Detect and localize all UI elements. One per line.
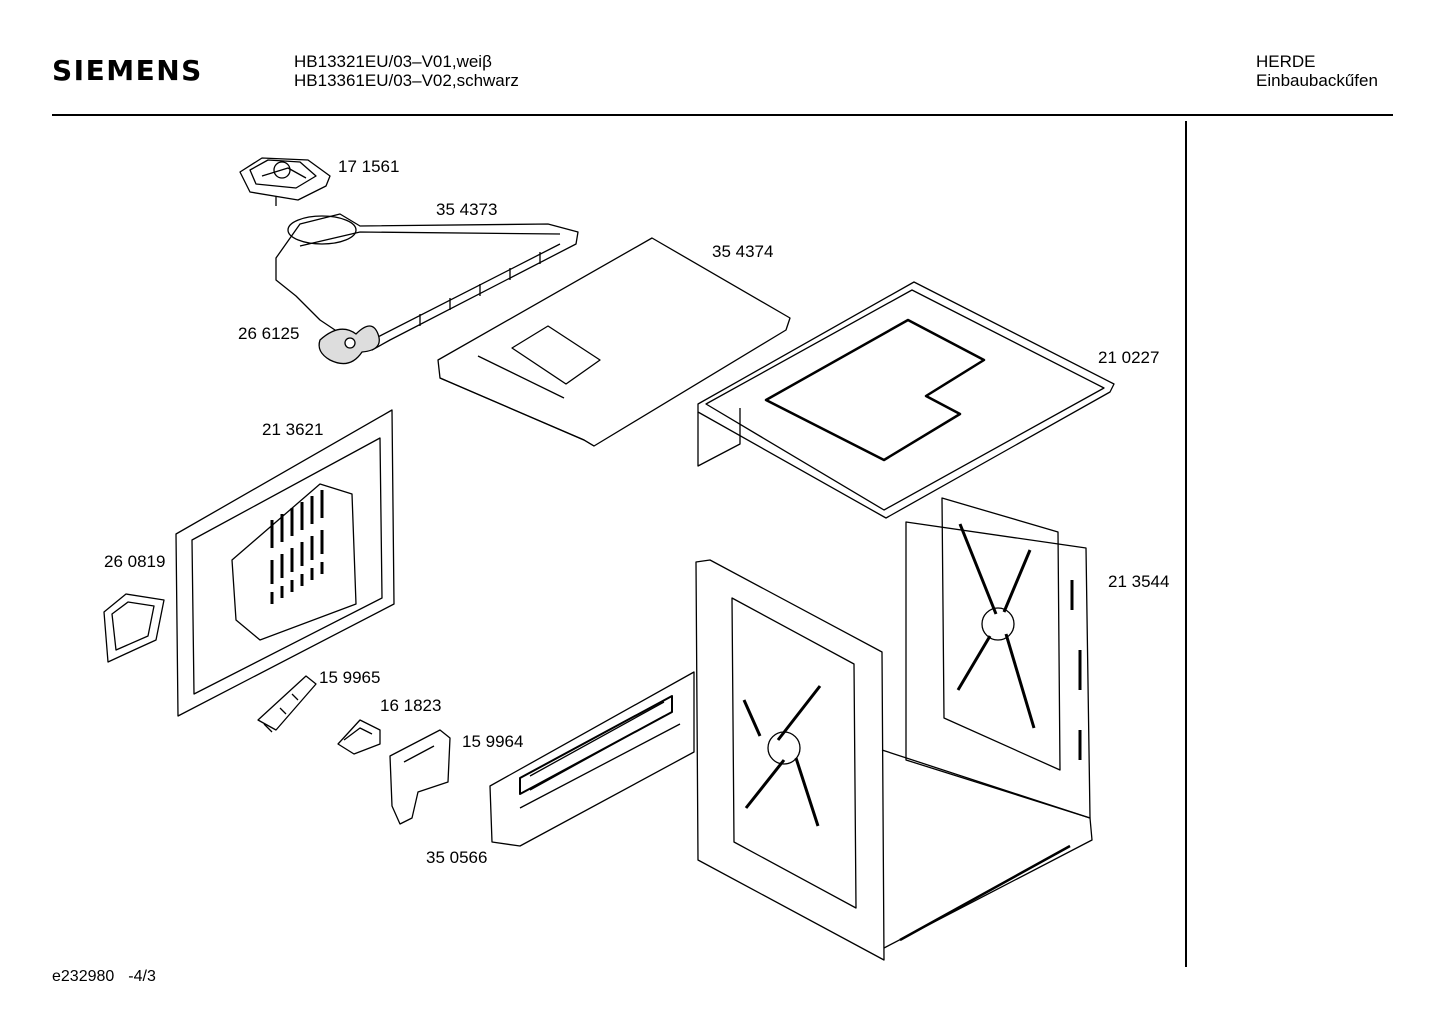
part-label: 35 0566 — [426, 848, 488, 867]
part-label: 17 1561 — [338, 157, 400, 176]
rear-panel-part — [175, 409, 395, 717]
part-label: 35 4373 — [436, 200, 498, 219]
plate-159964-part — [389, 729, 451, 825]
category-line: HERDE — [1256, 52, 1316, 71]
part-label: 21 3621 — [262, 420, 324, 439]
part-label: 21 0227 — [1098, 348, 1160, 367]
fan-duct-part — [275, 213, 579, 351]
model-line: HB13361EU/03–V02,schwarz — [294, 71, 519, 90]
front-frame-part — [489, 671, 695, 847]
bracket-260819-part — [103, 593, 165, 663]
brand-logo: SIEMENS — [52, 54, 203, 87]
fan-blade-part — [318, 325, 380, 365]
part-label: 15 9965 — [319, 668, 381, 687]
part-label: 35 4374 — [712, 242, 774, 261]
part-label: 26 0819 — [104, 552, 166, 571]
cover-plate-part — [437, 237, 791, 447]
category-line: Einbaubackűfen — [1256, 71, 1378, 90]
header-divider — [52, 114, 1393, 116]
part-label: 15 9964 — [462, 732, 524, 751]
part-label: 16 1823 — [380, 696, 442, 715]
top-plate-part — [697, 281, 1115, 519]
page-number: -4/3 — [128, 968, 156, 985]
footer: e232980 -4/3 — [52, 968, 170, 986]
fan-motor-part — [239, 157, 331, 206]
model-line: HB13321EU/03–V01,weiβ — [294, 52, 492, 71]
part-label: 26 6125 — [238, 324, 300, 343]
side-divider — [1185, 121, 1187, 967]
clip-159965-part — [257, 675, 317, 733]
oven-cavity-part — [695, 497, 1093, 961]
holder-161823-part — [337, 719, 381, 755]
category-block: HERDE Einbaubackűfen — [1256, 52, 1378, 90]
document-id: e232980 — [52, 968, 115, 985]
part-label: 21 3544 — [1108, 572, 1170, 591]
model-list: HB13321EU/03–V01,weiβ HB13361EU/03–V02,s… — [294, 52, 519, 90]
